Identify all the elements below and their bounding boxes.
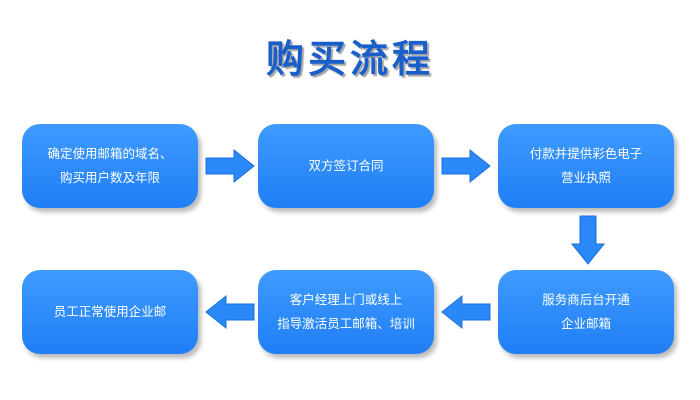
step-1-line-1: 确定使用邮箱的域名、 <box>47 146 173 161</box>
step-5-line-2: 指导激活员工邮箱、培训 <box>277 316 415 331</box>
step-3-line-2: 营业执照 <box>560 170 611 185</box>
arrow-left-icon <box>204 294 256 330</box>
step-6-line-1: 员工正常使用企业邮 <box>53 304 167 319</box>
step-5-line-1: 客户经理上门或线上 <box>289 292 403 307</box>
arrow-right-icon <box>204 148 256 184</box>
step-4-line-2: 企业邮箱 <box>560 316 611 331</box>
arrow-left-icon <box>440 294 492 330</box>
step-4-box: 服务商后台开通 企业邮箱 <box>498 270 674 354</box>
step-2-box: 双方签订合同 <box>258 124 434 208</box>
step-2-line-1: 双方签订合同 <box>308 158 384 173</box>
step-1-line-2: 购买用户数及年限 <box>59 170 160 185</box>
step-1-box: 确定使用邮箱的域名、 购买用户数及年限 <box>22 124 198 208</box>
step-3-box: 付款并提供彩色电子 营业执照 <box>498 124 674 208</box>
arrow-down-icon <box>570 214 606 266</box>
arrow-right-icon <box>440 148 492 184</box>
step-5-box: 客户经理上门或线上 指导激活员工邮箱、培训 <box>258 270 434 354</box>
step-3-line-1: 付款并提供彩色电子 <box>529 146 643 161</box>
step-4-line-1: 服务商后台开通 <box>542 292 630 307</box>
page-title: 购买流程 <box>265 37 434 81</box>
step-6-box: 员工正常使用企业邮 <box>22 270 198 354</box>
